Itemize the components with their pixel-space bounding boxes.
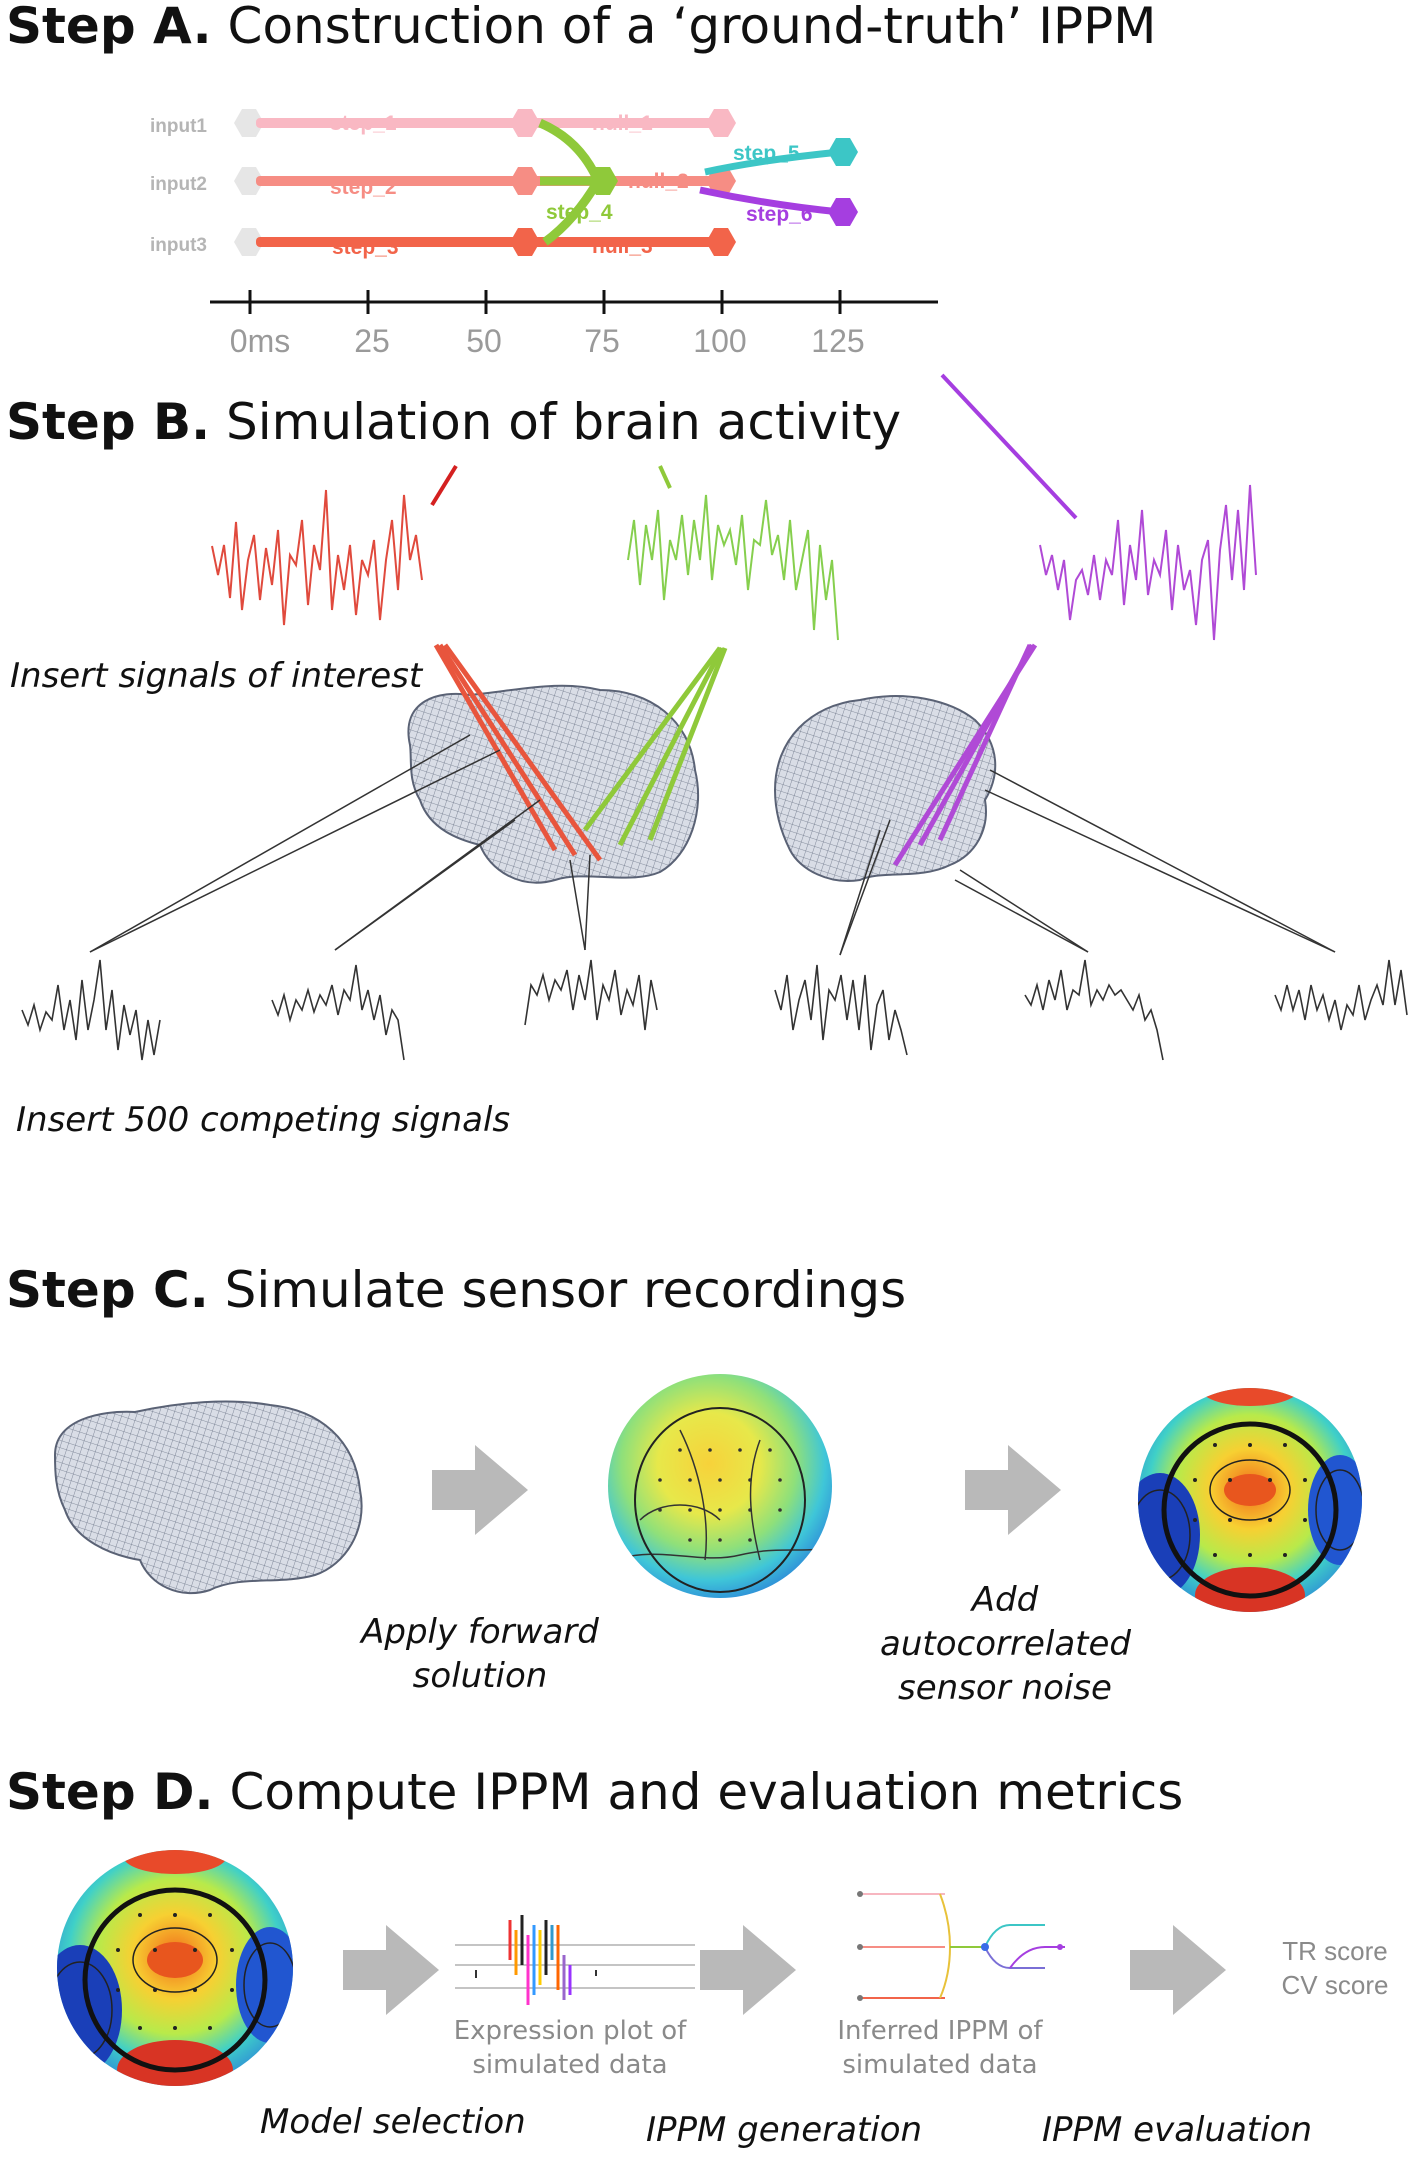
signal-red: [211, 489, 423, 626]
input1-node: [234, 109, 264, 137]
tick-label-25: 25: [354, 323, 390, 359]
expression-caption: Expression plot of simulated data: [453, 2016, 687, 2080]
input3-node: [234, 228, 264, 256]
step-a-heading: Construction of a ‘ground-truth’ IPPM: [227, 0, 1157, 55]
red-connector: [430, 464, 458, 507]
insert-competing-label: Insert 500 competing signals: [16, 1100, 511, 1140]
model-selection-label: Model selection: [260, 2102, 526, 2142]
ippm-evaluation-label: IPPM evaluation: [1042, 2110, 1313, 2150]
input2-label: input2: [150, 174, 207, 195]
null-1-node: [706, 109, 736, 137]
step-a-label: Step A.: [6, 0, 212, 55]
null-1-label: null_1: [592, 112, 653, 135]
topomap-step-d: [57, 1850, 293, 2086]
competing-signal-3: [524, 959, 658, 1031]
step-a-title: Step A. Construction of a ‘ground-truth’…: [6, 0, 1156, 54]
brain-step-c: [53, 1400, 363, 1595]
step-2-node: [510, 167, 540, 195]
arrow-c-2: [965, 1445, 1061, 1535]
step-c-diagram: [53, 1374, 1362, 1612]
purple-connector: [940, 373, 1078, 520]
step-b-title: Step B. Simulation of brain activity: [6, 394, 901, 450]
step-5-edge: [704, 148, 841, 176]
step-b-heading: Simulation of brain activity: [226, 393, 902, 451]
step-5-node: [828, 138, 858, 166]
arrow-d-3: [1130, 1925, 1226, 2015]
arrow-d-2: [700, 1925, 796, 2015]
competing-signal-2: [271, 964, 405, 1061]
input1-label: input1: [150, 116, 207, 137]
green-rays: [582, 646, 728, 847]
ippm-generation-label: IPPM generation: [646, 2110, 923, 2150]
axis-ticks: [248, 290, 842, 314]
competing-signal-5: [1024, 959, 1164, 1061]
step-d-label: Step D.: [6, 1763, 214, 1821]
step-d-title: Step D. Compute IPPM and evaluation metr…: [6, 1764, 1183, 1820]
apply-forward-label: Apply forward solution: [361, 1612, 599, 1696]
expression-plot-thumb: [455, 1915, 695, 2005]
null-3-node: [706, 228, 736, 256]
signal-green: [627, 494, 839, 641]
step-4-edge-1: [538, 118, 603, 183]
step-2-label: step_2: [330, 176, 397, 199]
inferred-caption: Inferred IPPM of simulated data: [837, 2016, 1043, 2080]
step-6-edge: [699, 186, 841, 216]
signal-purple: [1039, 484, 1257, 641]
step-d-heading: Compute IPPM and evaluation metrics: [229, 1763, 1184, 1821]
cv-score: CV score: [1282, 1970, 1389, 2000]
insert-signals-label: Insert signals of interest: [10, 656, 423, 696]
step-d-diagram: TR score CV score: [57, 1850, 1389, 2086]
competing-signal-6: [1274, 959, 1408, 1031]
green-connector: [658, 465, 672, 489]
brain-left: [407, 684, 699, 884]
step-6-node: [828, 198, 858, 226]
step-1-label: step_1: [330, 112, 397, 135]
step-b-diagram: [21, 373, 1408, 1061]
ippm-diagram: input1 input2 input3 step_1 step_2 step_…: [150, 109, 938, 359]
add-noise-label: Add autocorrelated sensor noise: [880, 1580, 1131, 1708]
tick-label-0: 0ms: [230, 323, 290, 359]
competing-signal-1: [21, 959, 161, 1061]
step-6-label: step_6: [746, 203, 813, 226]
step-c-label: Step C.: [6, 1261, 209, 1319]
step-c-title: Step C. Simulate sensor recordings: [6, 1262, 906, 1318]
null-3-label: null_3: [592, 235, 653, 258]
step-c-heading: Simulate sensor recordings: [224, 1261, 907, 1319]
step-3-label: step_3: [332, 236, 399, 259]
red-rays: [433, 643, 603, 862]
competing-signal-4: [774, 964, 908, 1056]
step-1-node: [510, 109, 540, 137]
input3-bar: [256, 237, 726, 247]
inferred-ippm-thumb: [857, 1891, 1065, 2001]
tick-label-75: 75: [584, 323, 620, 359]
input1-bar: [256, 118, 726, 128]
step-4-node: [588, 167, 618, 195]
step-4-label: step_4: [546, 201, 613, 224]
input2-node: [234, 167, 264, 195]
arrow-c-1: [432, 1445, 528, 1535]
tr-score: TR score: [1282, 1936, 1387, 1966]
input3-label: input3: [150, 235, 207, 256]
step-3-node: [510, 228, 540, 256]
tick-label-125: 125: [811, 323, 864, 359]
arrow-d-1: [343, 1925, 439, 2015]
step-5-label: step_5: [733, 142, 800, 165]
step-b-label: Step B.: [6, 393, 211, 451]
tick-label-100: 100: [693, 323, 746, 359]
null-2-node: [706, 167, 736, 195]
purple-rays: [892, 643, 1038, 867]
topomap-clean: [608, 1374, 832, 1598]
competing-rays: [89, 734, 1336, 956]
null-2-label: null_2: [628, 170, 689, 193]
tick-label-50: 50: [466, 323, 502, 359]
topomap-noisy: [1138, 1388, 1362, 1612]
